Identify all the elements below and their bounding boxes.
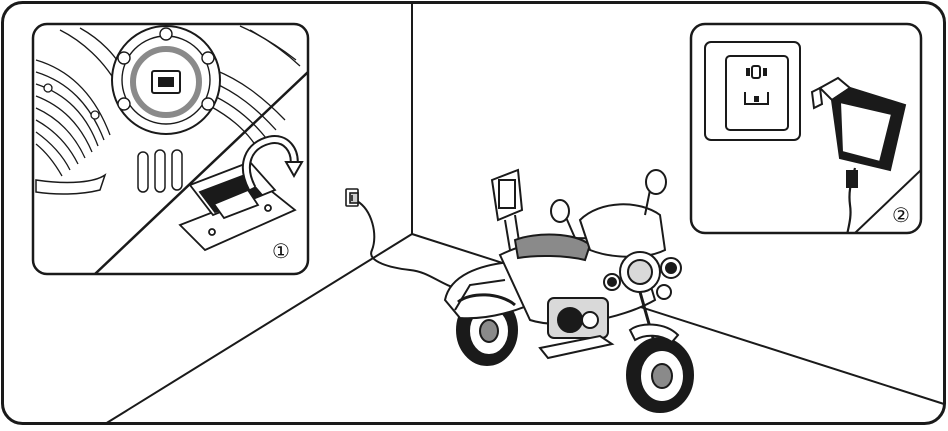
inset-left — [31, 22, 310, 276]
wall-plug-icon — [345, 188, 359, 207]
power-adapter-icon — [810, 76, 907, 233]
engine-fins-left — [35, 27, 129, 177]
front-wheel — [626, 337, 694, 413]
port-cover-flip-arrow-icon — [241, 135, 304, 191]
ride-on-trike-icon — [443, 168, 694, 413]
step-marker-1: ① — [272, 239, 290, 263]
charging-cable-icon — [356, 200, 463, 291]
engine-block — [547, 297, 609, 339]
wall-outlet-icon — [704, 41, 801, 141]
backrest — [490, 168, 524, 251]
mirrors — [550, 169, 667, 239]
headlights — [603, 251, 682, 300]
charging-port-icon — [111, 25, 221, 135]
inset-right — [689, 22, 923, 235]
step-marker-2: ② — [892, 203, 910, 227]
